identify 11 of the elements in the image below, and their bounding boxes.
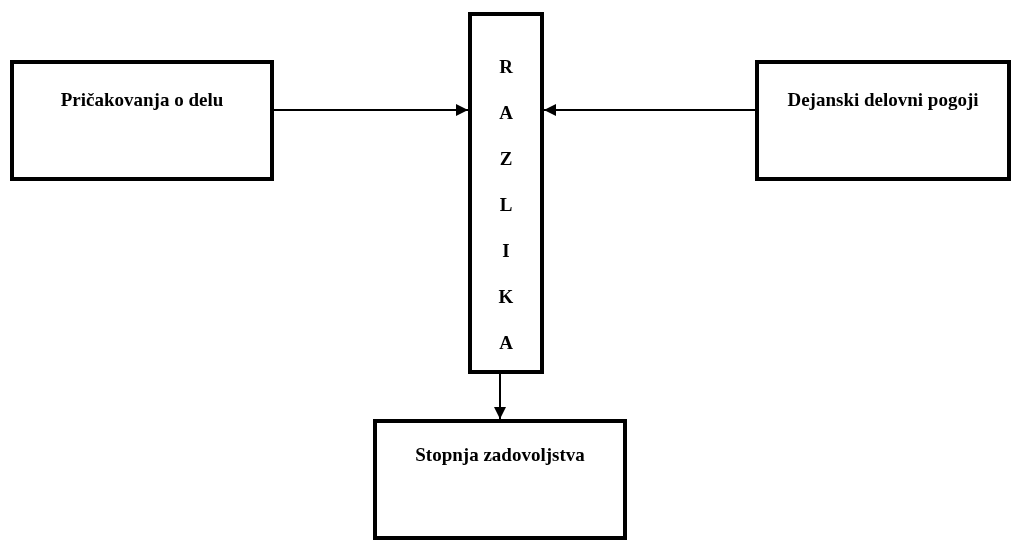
- arrow: [273, 104, 469, 116]
- arrow: [494, 373, 506, 420]
- box-label: Dejanski delovni pogoji: [786, 88, 980, 112]
- process-box: [10, 60, 274, 181]
- box-label: RAZLIKA: [497, 55, 515, 355]
- process-box: [755, 60, 1011, 181]
- process-box: [373, 419, 627, 540]
- box-label: Stopnja zadovoljstva: [414, 443, 586, 467]
- box-label: Pričakovanja o delu: [59, 88, 225, 112]
- vertical-box: [468, 12, 544, 374]
- arrow: [543, 104, 756, 116]
